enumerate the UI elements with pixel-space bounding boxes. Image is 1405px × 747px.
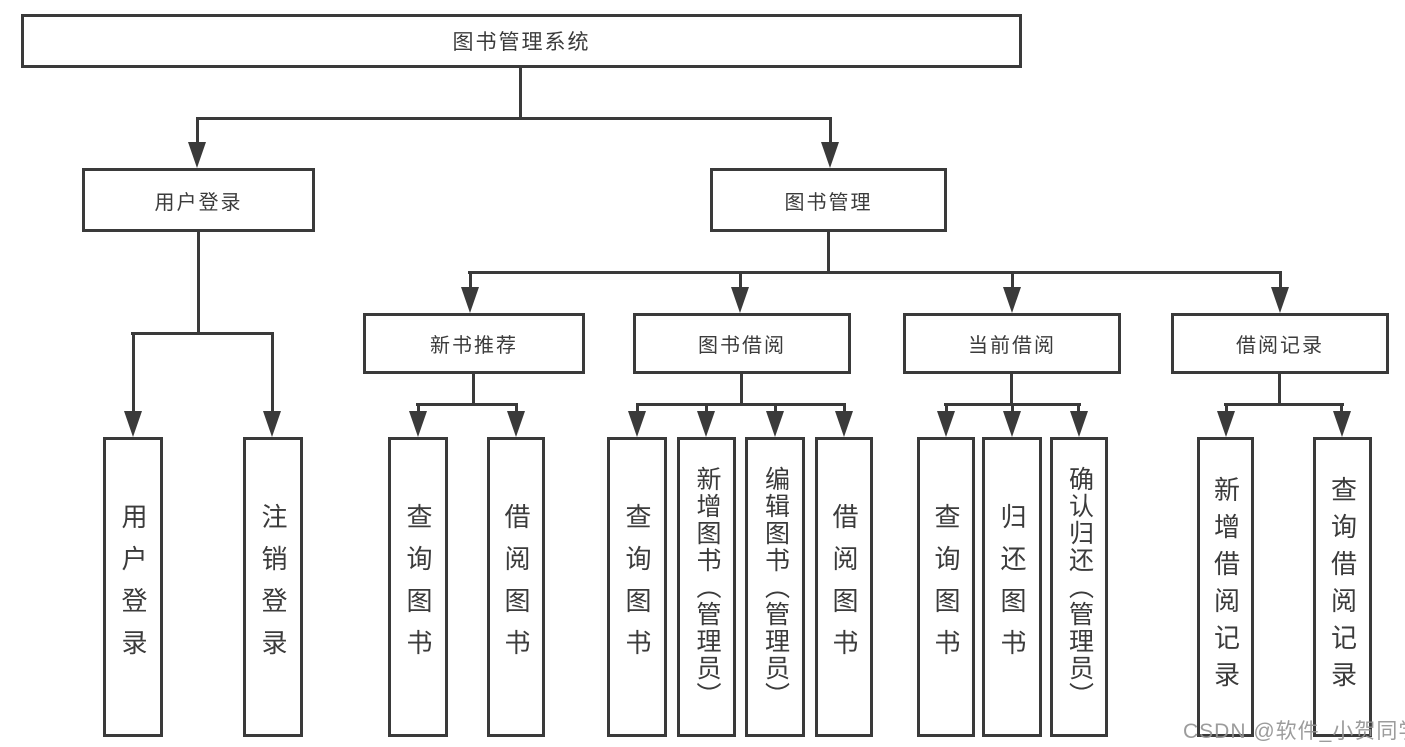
edge-user-login-stem (197, 232, 200, 335)
edge-borrow-records-stem (1278, 374, 1281, 406)
leaf-label: 新增借阅记录 (1210, 476, 1241, 698)
edge-l3-drop (1279, 271, 1282, 291)
csdn-watermark: CSDN @软件_小贺同学 (1183, 720, 1405, 743)
node-current-borrow: 当前借阅 (903, 313, 1121, 374)
edge-new-book-stem (472, 374, 475, 406)
edge-root-rail (196, 117, 832, 120)
edge-leaf-drop (843, 403, 846, 417)
leaf-label: 借阅图书 (501, 503, 531, 671)
leaf-label: 查询借阅记录 (1327, 476, 1358, 698)
leaf-confirm-return-admin: 确认归还（管理员） (1050, 437, 1108, 737)
leaf-query-borrow-record: 查询借阅记录 (1313, 437, 1372, 737)
edge-book-borrow-stem (740, 374, 743, 406)
edge-leaf-drop (1340, 403, 1343, 417)
arrow-down-icon (124, 411, 142, 437)
node-book-borrow: 图书借阅 (633, 313, 851, 374)
leaf-label: 编辑图书（管理员） (761, 465, 790, 709)
edge-leaf-drop (1225, 403, 1228, 417)
arrow-down-icon (835, 411, 853, 437)
arrow-down-icon (821, 142, 839, 168)
arrow-down-icon (461, 287, 479, 313)
edge-leaf-drop (945, 403, 948, 417)
leaf-query-books-current: 查询图书 (917, 437, 975, 737)
arrow-down-icon (697, 411, 715, 437)
edge-l3-drop (739, 271, 742, 291)
leaf-user-login: 用户登录 (103, 437, 163, 737)
edge-book-borrow-rail (636, 403, 846, 406)
leaf-query-books-recommend: 查询图书 (388, 437, 448, 737)
leaf-borrow-books: 借阅图书 (815, 437, 873, 737)
edge-leaf-drop (417, 403, 420, 417)
arrow-down-icon (263, 411, 281, 437)
leaf-label: 新增图书（管理员） (693, 465, 721, 709)
arrow-down-icon (1003, 287, 1021, 313)
leaf-label: 查询图书 (931, 503, 961, 671)
leaf-add-borrow-record: 新增借阅记录 (1197, 437, 1254, 737)
edge-leaf-drop (1077, 403, 1080, 417)
leaf-label: 查询图书 (403, 503, 433, 671)
node-root-label: 图书管理系统 (452, 31, 591, 54)
node-new-book-recommend: 新书推荐 (363, 313, 585, 374)
leaf-logout: 注销登录 (243, 437, 303, 737)
node-current-borrow-label: 当前借阅 (968, 335, 1056, 357)
arrow-down-icon (1271, 287, 1289, 313)
arrow-down-icon (1003, 411, 1021, 437)
leaf-query-books-borrow: 查询图书 (607, 437, 667, 737)
arrow-down-icon (1333, 411, 1351, 437)
arrow-down-icon (409, 411, 427, 437)
leaf-label: 确认归还（管理员） (1065, 465, 1094, 709)
leaf-label: 用户登录 (118, 503, 148, 671)
node-book-management-label: 图书管理 (784, 191, 873, 214)
arrow-down-icon (766, 411, 784, 437)
arrow-down-icon (1070, 411, 1088, 437)
edge-leaf-drop (271, 332, 274, 416)
node-book-management: 图书管理 (710, 168, 947, 232)
edge-current-borrow-stem (1010, 374, 1013, 406)
edge-book-mgmt-drop (829, 117, 832, 147)
edge-new-book-rail (416, 403, 518, 406)
edge-leaf-drop (636, 403, 639, 417)
edge-l3-drop (1011, 271, 1014, 291)
edge-book-mgmt-rail (468, 271, 1282, 274)
arrow-down-icon (628, 411, 646, 437)
edge-user-login-rail (131, 332, 274, 335)
leaf-label: 查询图书 (622, 503, 652, 671)
node-borrow-records: 借阅记录 (1171, 313, 1389, 374)
leaf-label: 注销登录 (258, 503, 288, 671)
leaf-return-books: 归还图书 (982, 437, 1042, 737)
node-borrow-records-label: 借阅记录 (1236, 335, 1324, 357)
leaf-label: 借阅图书 (829, 503, 859, 671)
edge-user-login-drop (196, 117, 199, 147)
leaf-label: 归还图书 (997, 503, 1027, 671)
edge-root-stem (519, 68, 522, 120)
leaf-edit-books-admin: 编辑图书（管理员） (745, 437, 805, 737)
arrow-down-icon (937, 411, 955, 437)
node-user-login: 用户登录 (82, 168, 315, 232)
edge-borrow-records-rail (1224, 403, 1344, 406)
edge-leaf-drop (132, 332, 135, 416)
edge-leaf-drop (515, 403, 518, 417)
node-book-borrow-label: 图书借阅 (698, 335, 786, 357)
node-root-system: 图书管理系统 (21, 14, 1022, 68)
node-user-login-label: 用户登录 (154, 191, 243, 214)
edge-leaf-drop (774, 403, 777, 417)
edge-leaf-drop (1011, 403, 1014, 417)
edge-book-mgmt-stem (827, 232, 830, 273)
arrow-down-icon (188, 142, 206, 168)
edge-l3-drop (469, 271, 472, 291)
leaf-add-books-admin: 新增图书（管理员） (677, 437, 736, 737)
node-new-book-recommend-label: 新书推荐 (430, 335, 518, 357)
arrow-down-icon (731, 287, 749, 313)
arrow-down-icon (1217, 411, 1235, 437)
leaf-borrow-books-recommend: 借阅图书 (487, 437, 545, 737)
arrow-down-icon (507, 411, 525, 437)
edge-leaf-drop (705, 403, 708, 417)
